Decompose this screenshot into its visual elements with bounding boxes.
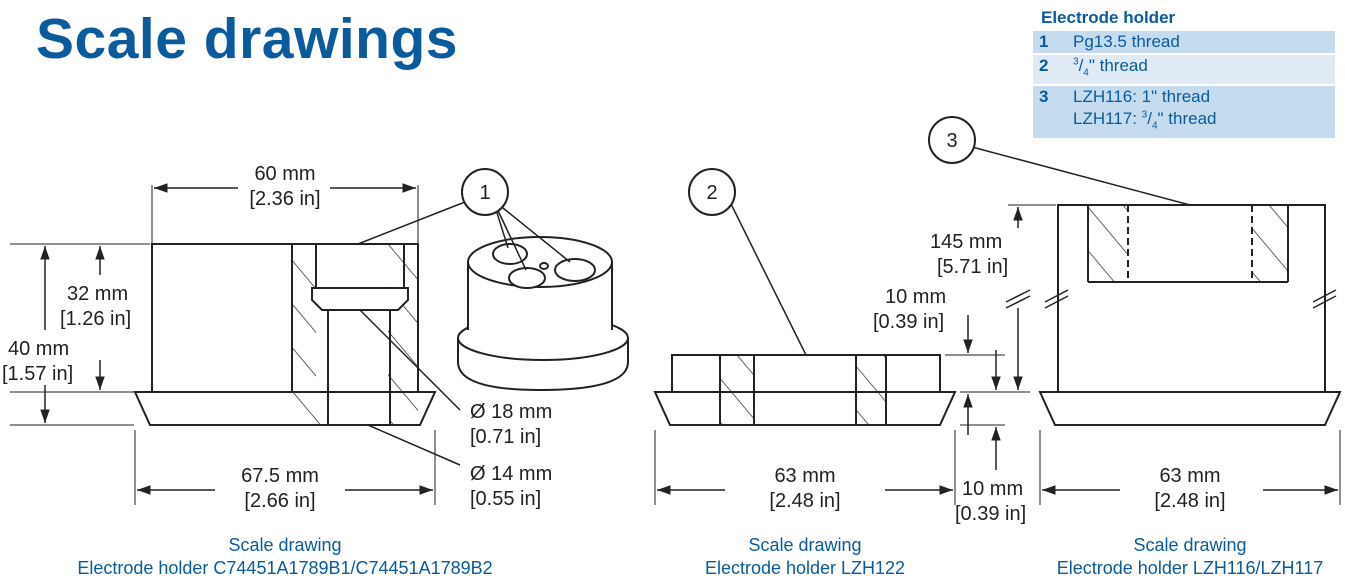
dimension-lines-3 [971,146,1338,495]
holder-3-outline [1008,204,1342,505]
callout-number: 2 [706,182,717,204]
legend-table: 1 Pg13.5 thread 2 3/4" thread 3 LZH116: … [1033,31,1335,140]
dim-width-top-in: [2.36 in] [249,188,320,210]
caption-1-line-1: Scale drawing [228,535,341,555]
legend-num: 2 [1033,54,1067,87]
dimension-lines-2 [657,201,1001,495]
legend-row: 1 Pg13.5 thread [1033,31,1335,55]
dim-dia-small: Ø 14 mm [470,463,552,485]
legend-line: LZH117: 3/4" thread [1073,109,1217,132]
callout-circle-1 [461,168,509,216]
page-title: Scale drawings [36,7,459,71]
dim-width-base-3-in: [2.48 in] [1154,490,1225,512]
dim-width-top: 60 mm [254,163,315,185]
dimension-lines-1 [40,183,471,495]
holder-1-3d-view [457,199,629,392]
holder-2-outline [653,354,1030,505]
legend-heading: Electrode holder [1041,8,1176,27]
dim-bottom-step: 10 mm [962,478,1023,500]
dim-width-base: 67.5 mm [241,465,319,487]
dim-height-3: 145 mm [930,231,1002,253]
dim-top-step-in: [0.39 in] [873,311,944,333]
legend: Electrode holder 1 Pg13.5 thread 2 3/4" … [1033,8,1335,140]
dim-height-total: 40 mm [8,338,69,360]
dim-width-base-2: 63 mm [774,465,835,487]
legend-num: 3 [1033,85,1067,140]
callout-number: 1 [479,182,490,204]
caption-2-line-2: Electrode holder LZH122 [705,558,905,578]
legend-text: Pg13.5 thread [1067,31,1335,55]
legend-row: 2 3/4" thread [1033,54,1335,87]
dim-dia-large: Ø 18 mm [470,401,552,423]
dim-top-step: 10 mm [885,286,946,308]
dim-height-inner-in: [1.26 in] [60,308,131,330]
caption-1-line-2: Electrode holder C74451A1789B1/C74451A17… [77,558,492,578]
caption-3-line-2: Electrode holder LZH116/LZH117 [1057,558,1323,578]
callout-circle-3 [928,116,976,164]
dim-width-base-3: 63 mm [1159,465,1220,487]
legend-text: 3/4" thread [1067,54,1335,87]
legend-line: LZH116: 1" thread [1073,87,1211,107]
caption-3-line-1: Scale drawing [1133,535,1246,555]
callout-number: 3 [946,130,957,152]
legend-row: 3 LZH116: 1" thread LZH117: 3/4" thread [1033,85,1335,140]
dim-dia-small-in: [0.55 in] [470,488,541,510]
dim-bottom-step-in: [0.39 in] [955,503,1026,525]
holder-1-outline [10,185,437,505]
dim-width-base-2-in: [2.48 in] [769,490,840,512]
dim-height-inner: 32 mm [67,283,128,305]
dim-height-3-in: [5.71 in] [937,256,1008,278]
caption-2-line-1: Scale drawing [748,535,861,555]
dim-height-total-in: [1.57 in] [2,363,73,385]
dim-width-base-in: [2.66 in] [244,490,315,512]
callout-circle-2 [688,168,736,216]
legend-text: LZH116: 1" thread LZH117: 3/4" thread [1067,85,1335,140]
dim-dia-large-in: [0.71 in] [470,426,541,448]
legend-num: 1 [1033,31,1067,55]
